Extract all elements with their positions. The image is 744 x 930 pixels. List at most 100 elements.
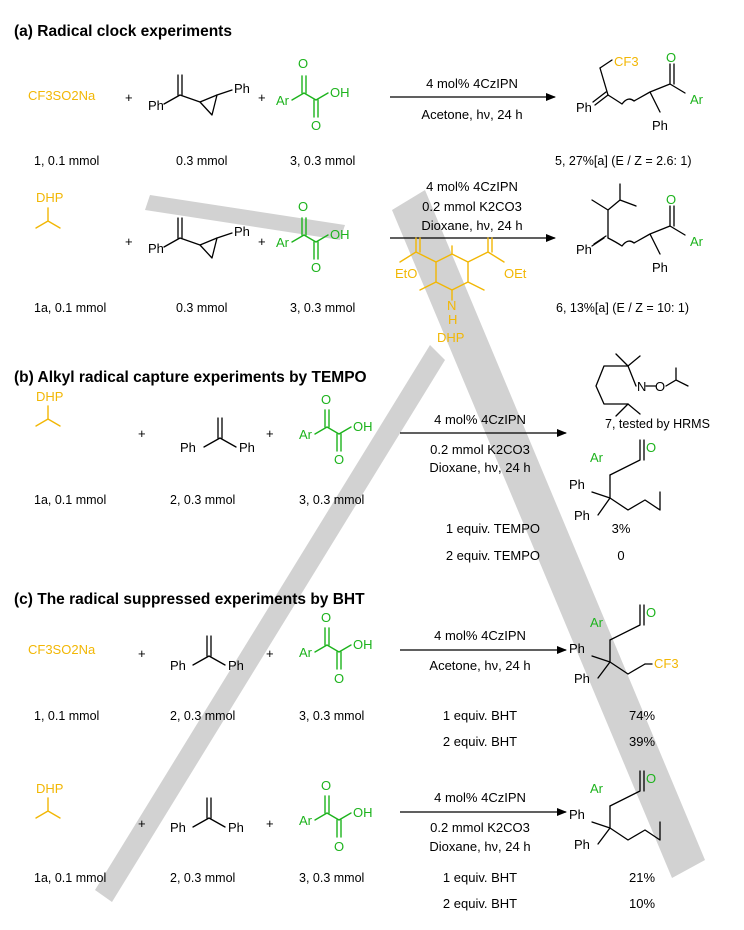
condition-bht-2: 2 equiv. BHT bbox=[443, 734, 517, 749]
condition-bht-1: 1 equiv. BHT bbox=[443, 870, 517, 885]
carbonyl-o-label: O bbox=[334, 839, 344, 854]
yield-bht-2: 10% bbox=[629, 896, 655, 911]
dhp-label: DHP bbox=[36, 389, 63, 404]
keto-acid-structure bbox=[291, 75, 329, 118]
cf3-label: CF3 bbox=[654, 656, 679, 671]
product-6-structure: Ph Ph O Ar bbox=[576, 183, 704, 275]
carbonyl-o-label: O bbox=[311, 260, 321, 275]
dhp-h-label: H bbox=[448, 312, 457, 327]
ar-label: Ar bbox=[590, 450, 604, 465]
plus-sign: + bbox=[138, 646, 146, 661]
cf3so2na-reagent: CF3SO2Na bbox=[28, 642, 96, 657]
product-5-label: 5, 27%[a] (E / Z = 2.6: 1) bbox=[555, 154, 692, 168]
condition-bht-2: 2 equiv. BHT bbox=[443, 896, 517, 911]
compound-1-label: 1, 0.1 mmol bbox=[34, 709, 99, 723]
ph-label: Ph bbox=[234, 81, 250, 96]
solvent-condition: Dioxane, hν, 24 h bbox=[429, 460, 530, 475]
plus-sign: + bbox=[138, 816, 146, 831]
compound-1-label: 1, 0.1 mmol bbox=[34, 154, 99, 168]
carbonyl-o-label: O bbox=[311, 118, 321, 133]
plus-sign: + bbox=[266, 426, 274, 441]
ph-label: Ph bbox=[239, 440, 255, 455]
compound-2-label: 2, 0.3 mmol bbox=[170, 493, 235, 507]
base-condition: 0.2 mmol K2CO3 bbox=[422, 199, 522, 214]
compound-2-label: 2, 0.3 mmol bbox=[170, 871, 235, 885]
ph-label: Ph bbox=[148, 98, 164, 113]
section-b-title: (b) Alkyl radical capture experiments by… bbox=[14, 369, 367, 386]
yield-tempo-1: 3% bbox=[612, 521, 631, 536]
plus-sign: + bbox=[138, 426, 146, 441]
ar-label: Ar bbox=[276, 235, 290, 250]
product-c1-structure: Ar O CF3 Ph Ph bbox=[569, 604, 679, 686]
solvent-condition: Acetone, hν, 24 h bbox=[421, 107, 522, 122]
diphenylethylene-structure bbox=[203, 417, 237, 448]
ph-label: Ph bbox=[576, 242, 592, 257]
ph-label: Ph bbox=[576, 100, 592, 115]
carbonyl-o-label: O bbox=[321, 610, 331, 625]
compound-1a-label: 1a, 0.1 mmol bbox=[34, 493, 106, 507]
carbonyl-o-label: O bbox=[334, 671, 344, 686]
ph-label: Ph bbox=[170, 820, 186, 835]
compound-3-label: 3, 0.3 mmol bbox=[290, 301, 355, 315]
ar-label: Ar bbox=[690, 92, 704, 107]
product-c2-structure: Ar O Ph Ph bbox=[569, 770, 661, 852]
ar-label: Ar bbox=[299, 813, 313, 828]
dhp-isopropyl-structure bbox=[35, 207, 61, 229]
tempo-o-label: O bbox=[655, 379, 665, 394]
ar-label: Ar bbox=[590, 781, 604, 796]
plus-sign: + bbox=[258, 90, 266, 105]
ph-label: Ph bbox=[170, 658, 186, 673]
dhp-structure: EtO OEt N H DHP bbox=[395, 237, 527, 345]
carbonyl-o-label: O bbox=[646, 440, 656, 455]
keto-acid-structure bbox=[314, 409, 352, 452]
dhp-isopropyl-structure bbox=[35, 797, 61, 819]
compound-3-label: 3, 0.3 mmol bbox=[299, 709, 364, 723]
product-7-label: 7, tested by HRMS bbox=[605, 417, 710, 431]
cf3so2na-reagent: CF3SO2Na bbox=[28, 88, 96, 103]
carbonyl-o-label: O bbox=[666, 192, 676, 207]
dhp-n-label: N bbox=[447, 298, 456, 313]
amount-label: 0.3 mmol bbox=[176, 154, 227, 168]
plus-sign: + bbox=[125, 90, 133, 105]
ph-label: Ph bbox=[569, 807, 585, 822]
ar-label: Ar bbox=[299, 645, 313, 660]
section-c-title: (c) The radical suppressed experiments b… bbox=[14, 591, 365, 608]
product-b-structure: Ar O Ph Ph bbox=[569, 439, 661, 523]
ar-label: Ar bbox=[299, 427, 313, 442]
solvent-condition: Dioxane, hν, 24 h bbox=[421, 218, 522, 233]
carbonyl-o-label: O bbox=[321, 392, 331, 407]
ph-label: Ph bbox=[180, 440, 196, 455]
compound-3-label: 3, 0.3 mmol bbox=[290, 154, 355, 168]
section-a-title: (a) Radical clock experiments bbox=[14, 23, 232, 40]
product-6-label: 6, 13%[a] (E / Z = 10: 1) bbox=[556, 301, 689, 315]
tempo-adduct-structure: N O 7, tested by HRMS bbox=[595, 353, 710, 431]
diphenylethylene-structure bbox=[192, 797, 226, 828]
carbonyl-o-label: O bbox=[298, 56, 308, 71]
tempo-n-label: N bbox=[637, 379, 646, 394]
compound-3-label: 3, 0.3 mmol bbox=[299, 493, 364, 507]
base-condition: 0.2 mmol K2CO3 bbox=[430, 442, 530, 457]
ph-label: Ph bbox=[574, 671, 590, 686]
ar-label: Ar bbox=[590, 615, 604, 630]
oh-label: OH bbox=[330, 227, 350, 242]
ar-label: Ar bbox=[690, 234, 704, 249]
condition-tempo-2: 2 equiv. TEMPO bbox=[446, 548, 540, 563]
yield-bht-1: 74% bbox=[629, 708, 655, 723]
ph-label: Ph bbox=[574, 837, 590, 852]
solvent-condition: Dioxane, hν, 24 h bbox=[429, 839, 530, 854]
oh-label: OH bbox=[330, 85, 350, 100]
condition-bht-1: 1 equiv. BHT bbox=[443, 708, 517, 723]
compound-3-label: 3, 0.3 mmol bbox=[299, 871, 364, 885]
keto-acid-structure bbox=[314, 627, 352, 670]
ph-label: Ph bbox=[574, 508, 590, 523]
compound-1a-label: 1a, 0.1 mmol bbox=[34, 301, 106, 315]
ester-oet-label: OEt bbox=[504, 266, 527, 281]
plus-sign: + bbox=[258, 234, 266, 249]
diphenylethylene-structure bbox=[192, 635, 226, 666]
carbonyl-o-label: O bbox=[298, 199, 308, 214]
plus-sign: + bbox=[125, 234, 133, 249]
catalyst-condition: 4 mol% 4CzIPN bbox=[434, 790, 526, 805]
plus-sign: + bbox=[266, 646, 274, 661]
ester-eto-label: EtO bbox=[395, 266, 417, 281]
